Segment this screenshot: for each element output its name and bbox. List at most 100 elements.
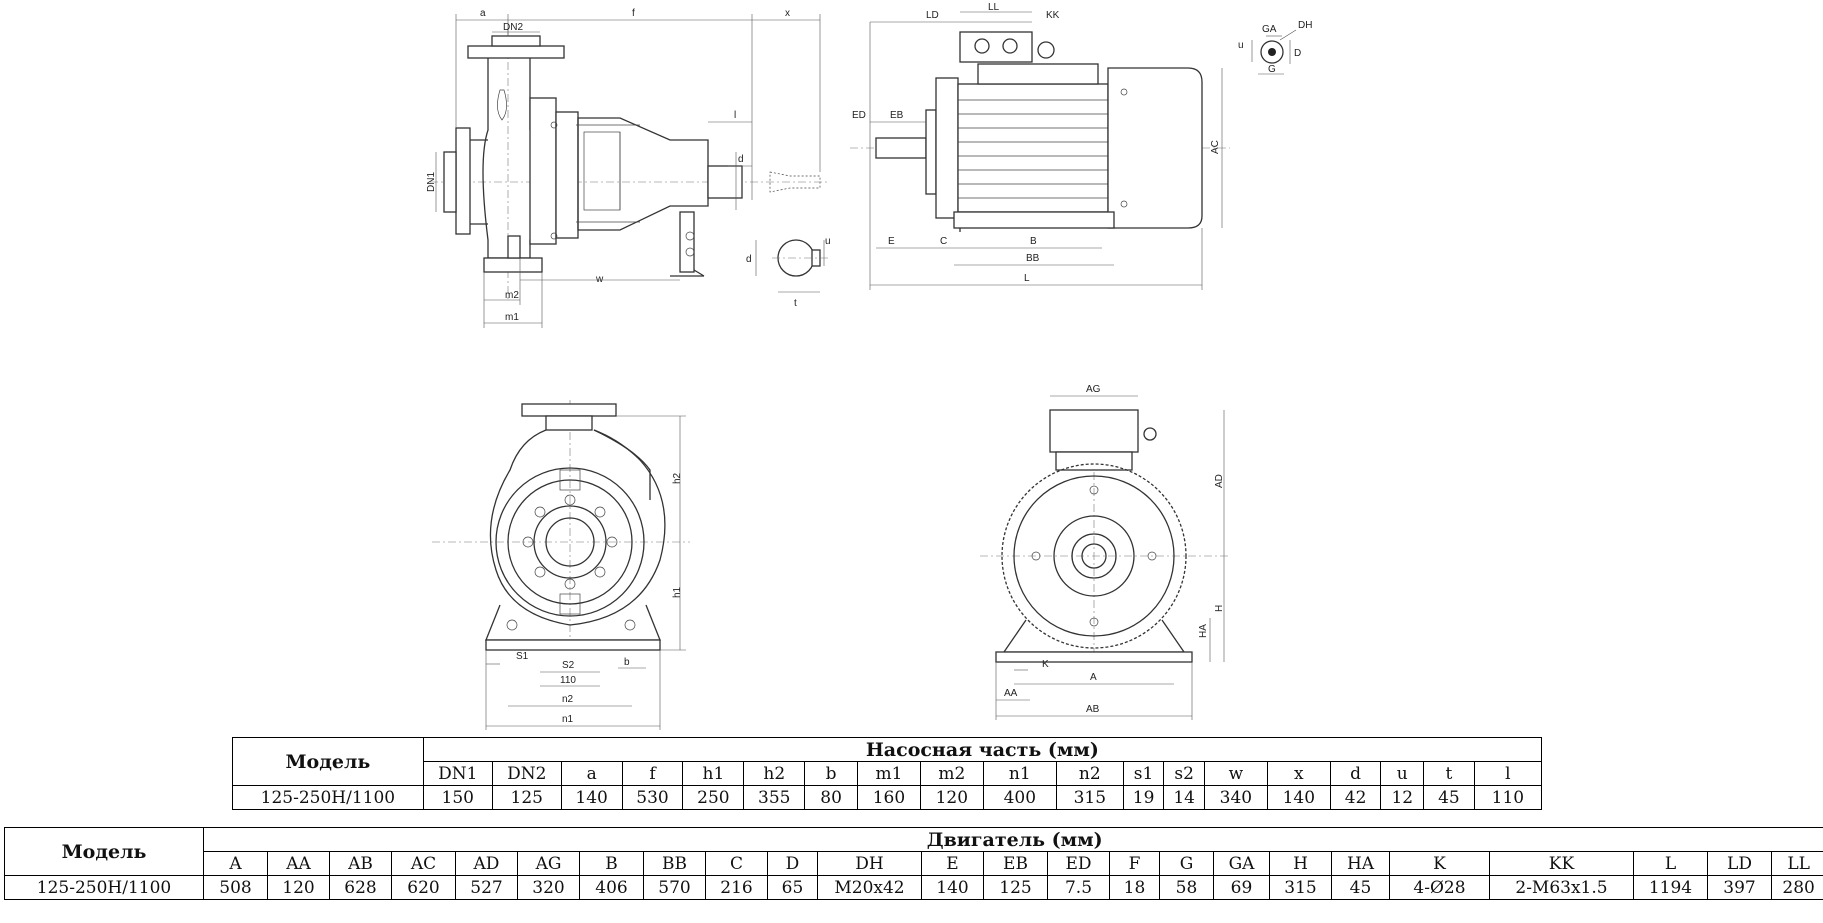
value-cell: 65 (767, 875, 818, 900)
front-label-h2: h2 (672, 472, 683, 484)
section-label-u: u (825, 236, 831, 247)
column-header: DH (817, 851, 922, 876)
value-cell: 19 (1122, 785, 1165, 810)
column-header: H (1269, 851, 1332, 876)
motor-front-label-k: K (1042, 659, 1049, 670)
pump-side-view: a DN2 f x l d DN1 w m2 m1 (426, 8, 830, 328)
value-cell: 315 (1055, 785, 1124, 810)
motor-dim-l: L (1024, 273, 1030, 284)
motor-spec-table: Модель Двигатель (мм) A AA AB AC AD AG B… (4, 827, 1823, 900)
table-row: 125-250H/1100 150 125 140 530 250 355 80… (232, 785, 1543, 810)
column-header: m2 (919, 761, 984, 786)
motor-front-label-a: A (1090, 672, 1097, 683)
motor-dim-ed: ED (852, 110, 866, 121)
column-header: F (1109, 851, 1160, 876)
pump-front-view: h2 h1 S1 S2 110 b n2 n1 (432, 400, 690, 730)
column-header: AG (517, 851, 580, 876)
value-cell: 18 (1109, 875, 1160, 900)
dim-label-dn2: DN2 (503, 22, 523, 33)
dim-label-x: x (785, 8, 790, 19)
value-cell: 280 (1770, 875, 1823, 900)
value-cell: 250 (682, 785, 745, 810)
key-detail-view: GA DH u D G (1238, 20, 1312, 75)
motor-front-view: AG AD H HA K A AA AB (980, 384, 1230, 720)
dim-label-f: f (632, 8, 635, 19)
value-cell: 58 (1159, 875, 1214, 900)
key-label-d: D (1294, 48, 1301, 59)
value-cell: 125 (491, 785, 562, 810)
value-cell: 1194 (1633, 875, 1708, 900)
value-cell: 14 (1163, 785, 1205, 810)
column-header: DN2 (491, 761, 562, 786)
key-label-g: G (1268, 64, 1276, 75)
column-header: DN1 (422, 761, 493, 786)
column-header: l (1473, 761, 1543, 786)
column-header: E (921, 851, 984, 876)
motor-table-group-header: Двигатель (мм) (202, 827, 1823, 852)
motor-dim-c: C (940, 236, 947, 247)
dim-label-d: d (738, 154, 744, 165)
value-cell: 530 (621, 785, 684, 810)
table-row: 125-250H/1100 508 120 628 620 527 320 40… (4, 875, 1823, 900)
value-cell: 125 (983, 875, 1048, 900)
value-cell: 406 (579, 875, 644, 900)
motor-dim-bb: BB (1026, 253, 1040, 264)
motor-dim-eb: EB (890, 110, 904, 121)
pump-table-columns: DN1 DN2 a f h1 h2 b m1 m2 n1 n2 s1 s2 w … (233, 761, 1543, 786)
value-cell: 400 (982, 785, 1057, 810)
column-header: n1 (982, 761, 1057, 786)
value-cell: 45 (1331, 875, 1390, 900)
motor-dim-kk: KK (1046, 10, 1060, 21)
column-header: w (1203, 761, 1268, 786)
column-header: LD (1707, 851, 1772, 876)
column-header: D (767, 851, 818, 876)
value-cell: 4-Ø28 (1389, 875, 1490, 900)
motor-front-label-ag: AG (1086, 384, 1101, 395)
model-cell: 125-250H/1100 (232, 785, 424, 810)
pump-table-group-header: Насосная часть (мм) (422, 737, 1543, 762)
column-header: h1 (682, 761, 745, 786)
dim-label-l: l (734, 110, 736, 121)
column-header: L (1633, 851, 1708, 876)
column-header: HA (1331, 851, 1390, 876)
column-header: b (804, 761, 858, 786)
dim-label-m2: m2 (505, 290, 519, 301)
column-header: EB (983, 851, 1048, 876)
column-header: h2 (743, 761, 806, 786)
column-header: K (1389, 851, 1490, 876)
section-label-t: t (794, 298, 797, 309)
front-label-110: 110 (560, 675, 576, 686)
pump-spec-table: Модель Насосная часть (мм) DN1 DN2 a f h… (232, 737, 1543, 810)
dim-label-m1: m1 (505, 312, 519, 323)
motor-front-label-ab: AB (1086, 704, 1100, 715)
value-cell: 140 (1266, 785, 1331, 810)
column-header: ED (1047, 851, 1110, 876)
column-header: BB (643, 851, 706, 876)
motor-dim-ld: LD (926, 10, 939, 21)
front-label-h1: h1 (672, 586, 683, 598)
column-header: AB (329, 851, 392, 876)
front-label-s2: S2 (562, 660, 575, 671)
section-label-d: d (746, 254, 752, 265)
front-label-n1: n1 (562, 714, 574, 725)
value-cell: 216 (705, 875, 768, 900)
value-cell: 620 (391, 875, 456, 900)
value-cell: 45 (1423, 785, 1475, 810)
motor-front-label-aa: AA (1004, 688, 1018, 699)
motor-front-label-ad: AD (1214, 474, 1225, 488)
pump-table-model-header: Модель (232, 737, 424, 786)
motor-side-view: LD LL KK ED EB AC E C B BB L (850, 2, 1230, 290)
motor-dim-e: E (888, 236, 895, 247)
dim-label-w: w (595, 274, 604, 285)
column-header: u (1380, 761, 1425, 786)
value-cell: 315 (1269, 875, 1332, 900)
column-header: s1 (1122, 761, 1165, 786)
column-header: KK (1489, 851, 1634, 876)
column-header: A (203, 851, 268, 876)
value-cell: 7.5 (1047, 875, 1110, 900)
column-header: C (705, 851, 768, 876)
column-header: AC (391, 851, 456, 876)
value-cell: 140 (560, 785, 623, 810)
motor-front-label-ha: HA (1198, 624, 1209, 638)
motor-table-columns: A AA AB AC AD AG B BB C D DH E EB ED F G… (5, 851, 1823, 876)
